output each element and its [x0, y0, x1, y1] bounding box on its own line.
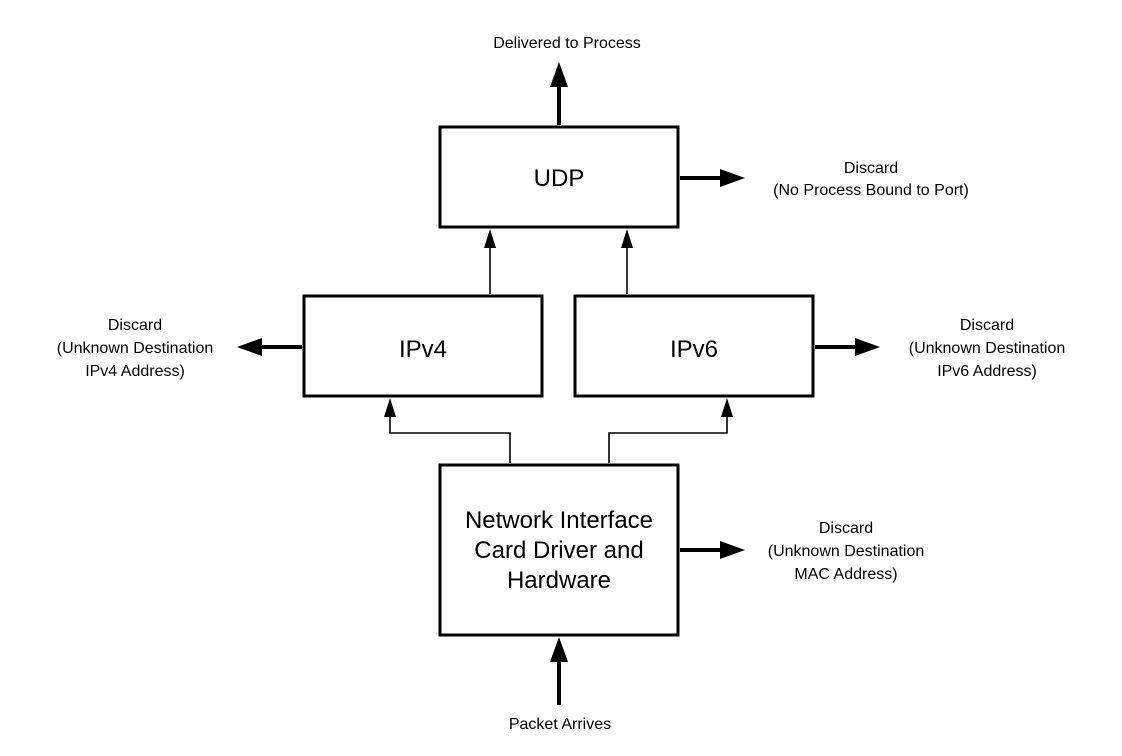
nic-discard-arrow [680, 541, 745, 559]
udp-box: UDP [438, 125, 680, 229]
nic-box-label-line-1: Network Interface [465, 507, 653, 534]
ipv4-discard-line-1: Discard [108, 317, 162, 334]
ipv4-box: IPv4 [302, 294, 544, 398]
mac-discard-line-2: (Unknown Destination [768, 543, 925, 560]
udp-discard-label: Discard (No Process Bound to Port) [773, 160, 969, 199]
ipv4-discard-line-2: (Unknown Destination [57, 340, 214, 357]
mac-discard-label: Discard (Unknown Destination MAC Address… [768, 520, 925, 583]
ipv6-to-udp-arrow [621, 229, 633, 294]
ipv4-box-label: IPv4 [399, 336, 447, 363]
nic-to-ipv6-arrow [608, 398, 733, 463]
ipv6-discard-arrow [815, 338, 880, 356]
delivered-label: Delivered to Process [493, 35, 641, 52]
ipv4-discard-arrow [237, 338, 302, 356]
udp-discard-arrow [680, 169, 745, 187]
ipv4-to-udp-arrow [484, 229, 496, 294]
ipv6-box-label: IPv6 [670, 336, 718, 363]
mac-discard-line-3: MAC Address) [794, 566, 897, 583]
delivered-arrow [550, 62, 568, 125]
mac-discard-line-1: Discard [819, 520, 873, 537]
packet-arrives-arrow [550, 637, 568, 705]
ipv4-discard-label: Discard (Unknown Destination IPv4 Addres… [57, 317, 214, 380]
nic-box-label-line-3: Hardware [507, 567, 611, 594]
ipv6-discard-line-2: (Unknown Destination [909, 340, 1066, 357]
udp-box-label: UDP [534, 165, 585, 192]
nic-to-ipv4-arrow [384, 398, 511, 463]
nic-box-label-line-2: Card Driver and [474, 537, 643, 564]
udp-discard-line-2: (No Process Bound to Port) [773, 182, 969, 199]
nic-box: Network Interface Card Driver and Hardwa… [438, 463, 680, 637]
ipv4-discard-line-3: IPv4 Address) [85, 363, 185, 380]
ipv6-box: IPv6 [573, 294, 815, 398]
ipv6-discard-line-1: Discard [960, 317, 1014, 334]
packet-arrives-label: Packet Arrives [509, 716, 611, 733]
ipv6-discard-label: Discard (Unknown Destination IPv6 Addres… [909, 317, 1066, 380]
udp-discard-line-1: Discard [844, 160, 898, 177]
ipv6-discard-line-3: IPv6 Address) [937, 363, 1037, 380]
